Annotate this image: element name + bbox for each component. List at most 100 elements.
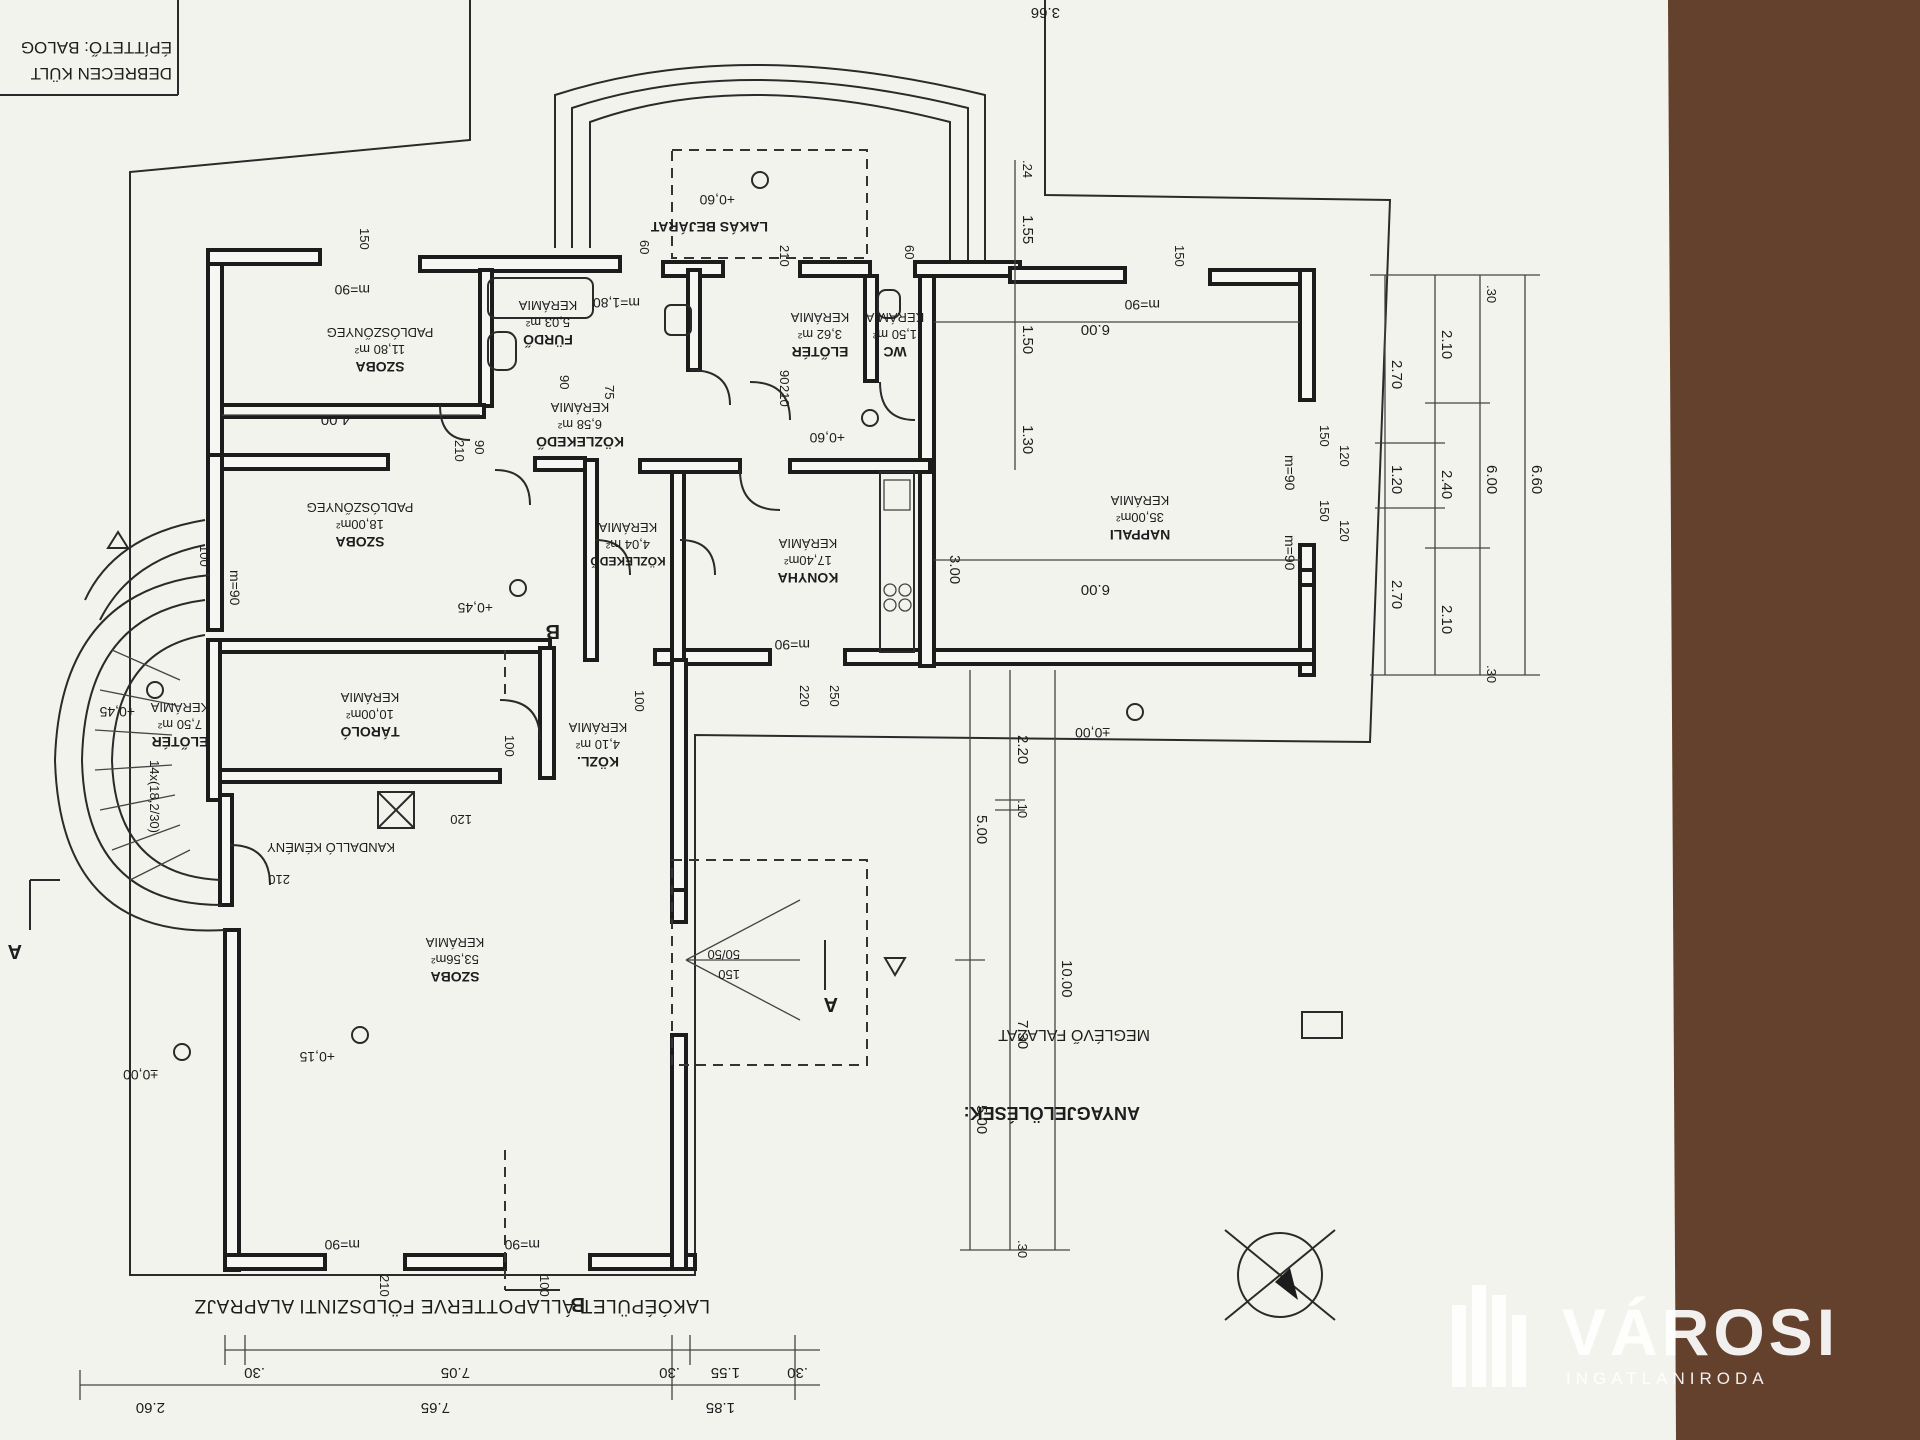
dims-right: 2.70 1.20 2.70 2.10 2.40 2.10 6.00 6.60 … [1370, 274, 1545, 683]
dim-v-9: 10.00 [1058, 960, 1075, 998]
level-marker: +0,60 [809, 409, 879, 446]
opening-size: 210 [777, 245, 792, 267]
dim-v-1: 1.55 [1019, 215, 1036, 244]
dim-right-a2: 1.20 [1388, 465, 1405, 494]
bathtub [487, 277, 594, 319]
room-szoba-big: SZOBA 53,56m² KERÁMIA [425, 935, 484, 985]
bath-fixtures [487, 277, 901, 371]
section-mark: A [824, 993, 838, 1015]
dim-v-3: 1.30 [1019, 425, 1036, 454]
opening-size: 150 [357, 228, 372, 250]
level-markers: +0,60 +0,60 +0,45 +0,45 +0,15 ±0,00 ±0,0… [99, 171, 1144, 1083]
svg-text:+0,60: +0,60 [809, 430, 845, 446]
level-marker: +0,60 [699, 171, 769, 208]
opening-size: 250 [827, 685, 842, 707]
dim-v-24: .24 [1020, 160, 1035, 178]
svg-text:3,62 m²: 3,62 m² [797, 327, 842, 342]
section-marks: A A B B [8, 530, 907, 1315]
opening-size: 60 [902, 245, 917, 259]
section-mark: A [8, 940, 22, 962]
level-marker: +0,45 [99, 681, 164, 720]
opening-size: 75 [602, 385, 617, 399]
dims-bottom: .30 7.05 .30 1.55 .30 2.60 7.65 1.85 3.6… [79, 4, 1060, 1416]
dim-v-10: .30 [1015, 1240, 1030, 1258]
room-konyha: KONYHA 17,40m² KERÁMIA [778, 536, 839, 586]
dim-v-11: .10 [1015, 800, 1030, 818]
toilet [487, 331, 517, 371]
legend: ANYAGJELÖLÉSEK: MEGLÉVŐ FALAZAT [964, 1011, 1343, 1124]
svg-text:KERÁMIA: KERÁMIA [518, 298, 577, 313]
svg-text:53,56m²: 53,56m² [430, 952, 478, 967]
dim-b1-2: 7.05 [441, 1364, 470, 1381]
svg-text:KERÁMIA: KERÁMIA [865, 310, 924, 325]
opening-size: 220 [797, 685, 812, 707]
site-outline [129, 0, 1392, 1276]
room-szoba-top: SZOBA 11,80 m² PADLÓSZŐNYEG [327, 325, 434, 375]
dim-v-4: 3.00 [946, 555, 963, 584]
svg-text:6,58 m²: 6,58 m² [557, 417, 602, 432]
legend-swatch [1301, 1011, 1343, 1039]
dim-v-6: 5.00 [973, 815, 990, 844]
dim-right-end-top: .30 [1484, 285, 1499, 303]
svg-text:KERÁMIA: KERÁMIA [778, 536, 837, 551]
svg-text:KERÁMIA: KERÁMIA [150, 700, 209, 715]
dim-b1-3: .30 [659, 1364, 680, 1381]
dim-right-end-bottom: .30 [1484, 665, 1499, 683]
svg-text:4,10 m²: 4,10 m² [575, 737, 620, 752]
opening-size: 60 [637, 240, 652, 254]
opening-size: 210 [777, 385, 792, 407]
svg-text:7,50 m²: 7,50 m² [157, 717, 202, 732]
svg-text:SZOBA: SZOBA [336, 534, 385, 550]
level-marker: ±0,00 [1075, 703, 1144, 741]
dim-b1-1: .30 [244, 1364, 265, 1381]
window-mark: m=90 [324, 1237, 360, 1253]
opening-size: 100 [537, 1275, 552, 1297]
room-eloter-small: ELŐTÉR 3,62 m² KERÁMIA [790, 310, 849, 361]
svg-text:10,00m²: 10,00m² [345, 707, 393, 722]
dim-v-5: 2.20 [1014, 735, 1031, 764]
room-tarolo: TÁROLÓ 10,00m² KERÁMIA [340, 690, 399, 741]
svg-text:+0,45: +0,45 [99, 704, 135, 720]
paper-sheet [0, 0, 1676, 1440]
svg-text:KÖZLEKEDŐ: KÖZLEKEDŐ [536, 434, 624, 451]
kitchen-counter [879, 471, 915, 653]
room-szoba-mid: SZOBA 18,00m² PADLÓSZŐNYEG [307, 500, 414, 550]
svg-text:+0,45: +0,45 [457, 600, 493, 616]
svg-text:KERÁMIA: KERÁMIA [550, 400, 609, 415]
building-logo-icon [1452, 1285, 1526, 1387]
window-mark: m=90 [1282, 535, 1298, 571]
room-kozlekedo-mid: KÖZLEKEDŐ 4,04 m² KERÁMIA [590, 520, 665, 569]
dim-b1-5: .30 [787, 1364, 808, 1381]
room-furdo: FÜRDŐ 5,03 m² KERÁMIA [518, 298, 577, 349]
walls [206, 248, 1316, 1272]
opening-size: 150 [1317, 500, 1332, 522]
svg-text:PADLÓSZŐNYEG: PADLÓSZŐNYEG [307, 500, 414, 515]
svg-text:ELŐTÉR: ELŐTÉR [792, 344, 849, 361]
svg-text:11,80 m²: 11,80 m² [354, 342, 405, 357]
window-mark: m=90 [504, 1237, 540, 1253]
step-size-2: 150 [718, 967, 740, 982]
sink [664, 304, 692, 336]
drawing-title: LAKÓÉPÜLET ÁLLAPOTTERVE FÖLDSZINTI ALAPR… [194, 1295, 710, 1317]
dim-right-b2: 2.40 [1438, 470, 1455, 499]
dim-v-2: 1.50 [1019, 325, 1036, 354]
svg-text:SZOBA: SZOBA [431, 969, 480, 985]
window-mark: m=90 [1124, 297, 1160, 313]
room-eloter-stair: ELŐTÉR 7,50 m² KERÁMIA [150, 700, 209, 751]
dim-right-b3: 2.10 [1438, 605, 1455, 634]
svg-text:KERÁMIA: KERÁMIA [425, 935, 484, 950]
dim-nappali-top: 6.00 [1081, 321, 1110, 338]
svg-text:KONYHA: KONYHA [778, 570, 839, 586]
svg-text:KERÁMIA: KERÁMIA [598, 520, 657, 535]
svg-text:+0,15: +0,15 [299, 1049, 335, 1065]
title-block: ÉPÍTTETŐ: BALOG DEBRECEN KÜLT [0, 0, 179, 96]
svg-text:1,50 m²: 1,50 m² [872, 327, 917, 342]
opening-size: 90 [472, 440, 487, 454]
svg-text:KÖZL.: KÖZL. [577, 754, 619, 770]
level-marker: +0,15 [299, 1026, 369, 1065]
entrance-arch: LAKÁS BEJÁRAT [554, 64, 986, 262]
opening-size: 120 [1337, 445, 1352, 467]
opening-size: 120 [1337, 520, 1352, 542]
window-mark: m=90 [774, 637, 810, 653]
